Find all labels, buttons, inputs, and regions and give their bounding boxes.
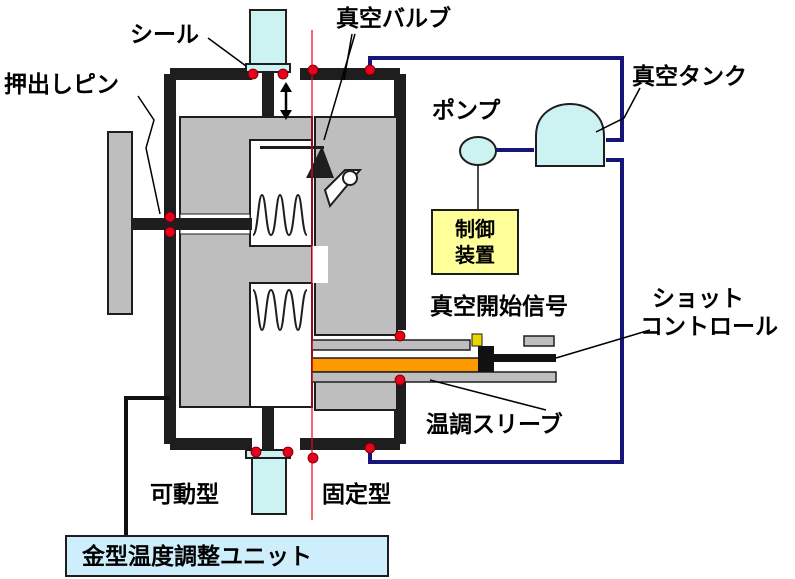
seal-dot [394, 374, 406, 386]
seal-dots [164, 64, 406, 464]
mold-temp-unit-box [65, 535, 389, 577]
controller-label-line2: 装置 [454, 243, 495, 267]
movable-die [179, 116, 313, 408]
die-frame [164, 68, 406, 450]
top-cylinder [245, 9, 291, 118]
vacuum-piping [368, 56, 624, 464]
seal-dot [364, 64, 376, 76]
movable-die-label: 可動型 [150, 482, 219, 508]
shot-control-label-line1: ショット [652, 286, 744, 312]
vacuum-tank [535, 102, 605, 167]
up-down-arrow-icon [280, 82, 292, 120]
seal-dot [277, 68, 289, 80]
valve-cone-icon [260, 146, 358, 186]
pump [459, 136, 497, 166]
leader-lines [137, 33, 651, 411]
vacuum-valve-label: 真空バルブ [336, 5, 451, 32]
mold-temp-wire [124, 396, 170, 540]
ejector-assembly [107, 131, 252, 315]
fixed-die [312, 116, 398, 411]
controller-label-line1: 制御 [455, 217, 495, 241]
seal-label: シール [130, 22, 199, 48]
pump-label: ポンプ [432, 97, 501, 124]
seal-dot [307, 64, 319, 76]
seal-dot [364, 442, 376, 454]
mold-temp-unit-label: 金型温度調整ユニット [81, 543, 312, 570]
seal-dot [307, 452, 319, 464]
shot-sleeve [311, 333, 557, 383]
seal-dot [164, 211, 176, 223]
seal-dot [250, 446, 262, 458]
shot-control-label-line2: コントロール [640, 314, 778, 340]
seal-dot [394, 330, 406, 342]
vacuum-tank-label: 真空タンク [632, 63, 747, 90]
controller-box [431, 209, 519, 275]
fixed-die-label: 固定型 [322, 481, 391, 508]
temp-sleeve-label: 温調スリーブ [426, 411, 563, 438]
seal-dot [164, 226, 176, 238]
ejector-pin-label: 押出しピン [4, 72, 119, 98]
vacuum-start-signal-label: 真空開始信号 [430, 293, 568, 320]
seal-dot [247, 68, 259, 80]
seal-dot [282, 446, 294, 458]
bottom-cylinder [245, 407, 291, 515]
